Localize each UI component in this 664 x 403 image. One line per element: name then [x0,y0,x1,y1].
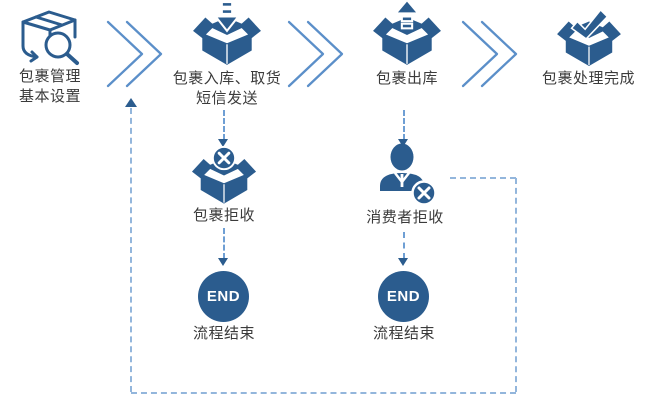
chevron-right-icon [461,20,518,88]
package-search-icon [21,10,79,65]
end-label: 流程结束 [372,325,435,342]
chevron-right-icon [106,20,163,88]
branch-box-rejected-label: 包裹拒收 [192,207,255,224]
loop-connector [131,392,516,394]
step-settings-label-line1: 包裹管理 [18,68,81,85]
end-badge: END [378,271,429,322]
step-complete-label-line1: 包裹处理完成 [541,70,635,87]
dashed-connector [223,110,225,140]
step-outbound-label: 包裹出库 [357,69,457,89]
box-outbound-icon [373,0,441,65]
arrow-down-icon [218,258,228,266]
box-complete-icon [557,8,621,67]
step-inbound-label-line2: 短信发送 [195,90,258,107]
dashed-connector [403,110,405,140]
arrow-down-icon [398,139,408,147]
end-label: 流程结束 [192,325,255,342]
loop-connector [450,177,516,179]
arrow-down-icon [398,258,408,266]
box-inbound-icon [193,2,261,65]
step-settings-label-line2: 基本设置 [18,88,81,105]
consumer-rejected-icon [380,143,437,206]
end-badge: END [198,271,249,322]
step-outbound-label-line1: 包裹出库 [375,70,438,87]
loop-connector [515,178,517,392]
arrow-down-icon [218,139,228,147]
box-rejected-icon [191,145,257,204]
step-inbound-label-line1: 包裹入库、取货 [172,70,282,87]
step-settings-label: 包裹管理 基本设置 [0,67,100,107]
step-inbound-label: 包裹入库、取货 短信发送 [163,69,291,109]
chevron-right-icon [287,20,344,88]
step-complete-label: 包裹处理完成 [532,69,645,89]
loop-connector [130,108,132,392]
dashed-connector [223,228,225,259]
arrow-up-icon [125,98,137,107]
dashed-connector [403,232,405,259]
branch-consumer-rejected-label: 消费者拒收 [366,209,444,226]
